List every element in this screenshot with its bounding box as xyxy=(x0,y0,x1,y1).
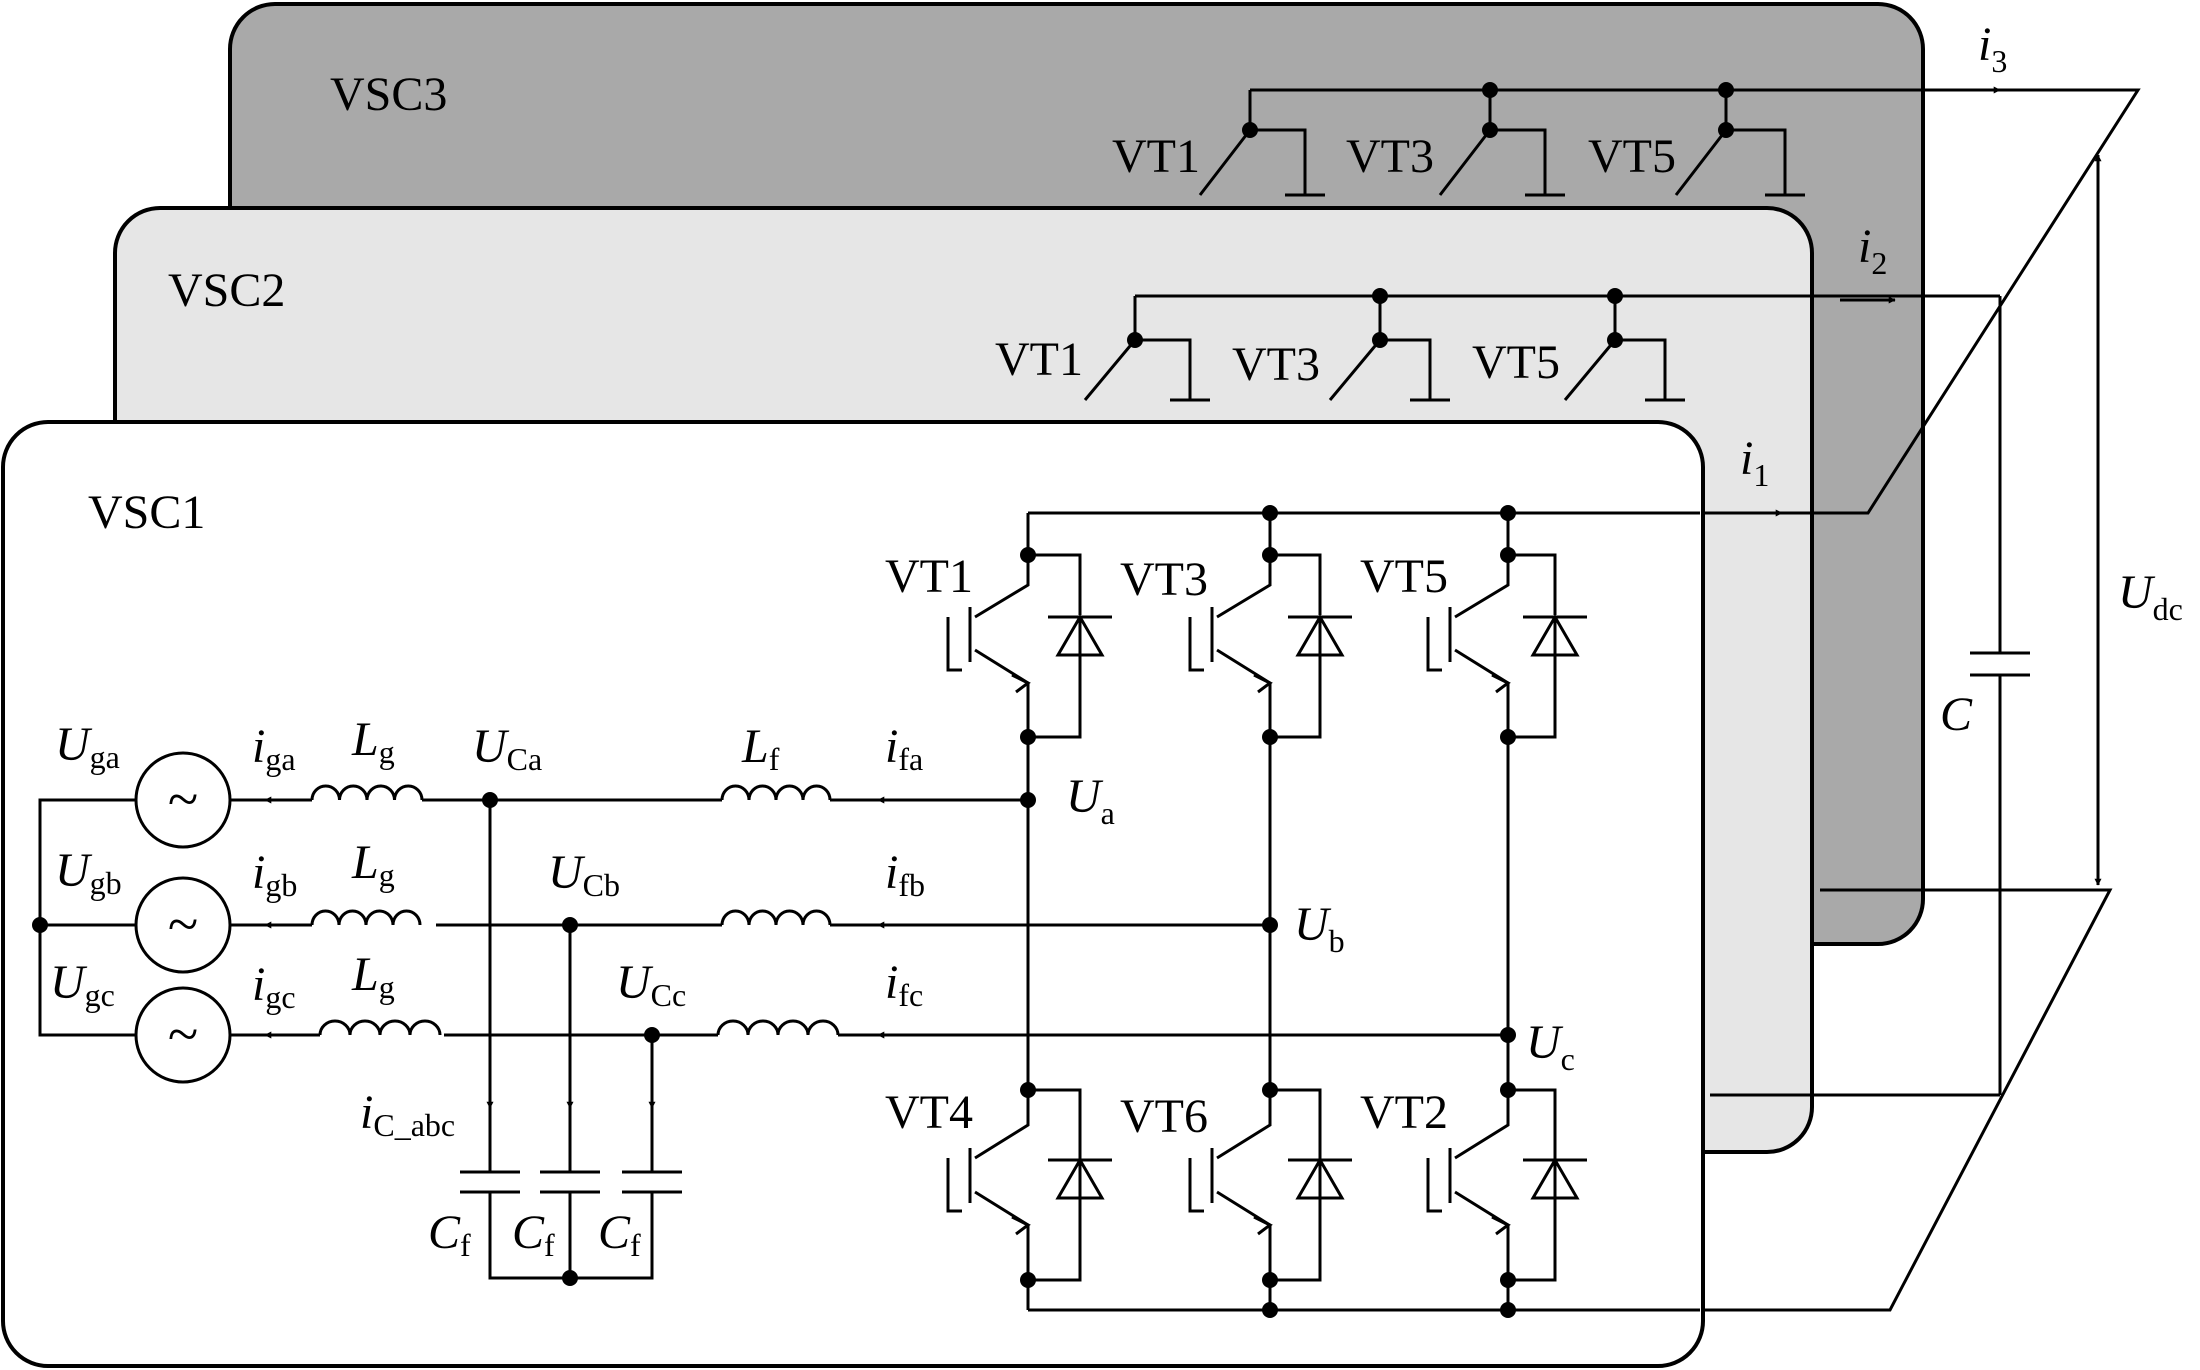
vt3-label: VT3 xyxy=(1120,553,1208,606)
ugc-label: Ugc xyxy=(50,956,115,1013)
vt2-label: VT2 xyxy=(1360,1086,1448,1139)
lf-label: Lf xyxy=(741,720,780,777)
uca-label: UCa xyxy=(472,720,542,777)
ic-abc-label: iC_abc xyxy=(360,1086,455,1143)
cf-label-c: Cf xyxy=(598,1206,641,1263)
lf-inductor-c xyxy=(716,1019,840,1036)
vsc3-switch-label: VT1 xyxy=(1112,130,1200,183)
lg-label-a: Lg xyxy=(351,713,395,770)
ub-label: Ub xyxy=(1294,898,1345,959)
vsc2-title: VSC2 xyxy=(168,264,285,317)
vt5-label: VT5 xyxy=(1360,550,1448,603)
svg-text:~: ~ xyxy=(168,1004,198,1066)
vsc2-switch-label: VT5 xyxy=(1472,336,1560,389)
switch-vt1 xyxy=(946,553,1112,739)
udc-label: Udc xyxy=(2118,566,2183,627)
switch-vt5 xyxy=(1426,553,1587,739)
dc-link xyxy=(1700,86,2141,1312)
lf-inductor-b xyxy=(720,909,832,926)
vsc2-switch-label: VT1 xyxy=(995,333,1083,386)
svg-text:~: ~ xyxy=(168,769,198,831)
iga-label: iga xyxy=(252,720,296,777)
switch-vt6 xyxy=(1188,1088,1352,1282)
uc-label: Uc xyxy=(1526,1016,1575,1077)
dc-positive-rail xyxy=(1700,88,2141,515)
junction-dots xyxy=(32,505,1516,1318)
ua-label: Ua xyxy=(1066,770,1115,831)
dc-capacitor-plates xyxy=(1970,651,2030,677)
igc-label: igc xyxy=(252,958,296,1015)
igb-label: igb xyxy=(252,846,297,903)
i1-label: i1 xyxy=(1740,432,1769,493)
i3-label: i3 xyxy=(1978,18,2007,79)
ac-source-b: ~ xyxy=(134,876,232,974)
vsc3-switch-label: VT5 xyxy=(1588,130,1676,183)
lg-label-c: Lg xyxy=(351,948,395,1005)
vt1-label: VT1 xyxy=(885,550,973,603)
switch-vt4 xyxy=(946,1088,1112,1282)
vt6-label: VT6 xyxy=(1120,1090,1208,1143)
ifc-label: ifc xyxy=(885,956,923,1013)
ugb-label: Ugb xyxy=(55,844,122,901)
ucb-label: UCb xyxy=(548,846,620,903)
vsc3-switch-label: VT3 xyxy=(1346,130,1434,183)
lg-inductor-b xyxy=(310,909,422,926)
i2-label: i2 xyxy=(1858,220,1887,281)
vsc1-title: VSC1 xyxy=(88,486,205,539)
cf-label-b: Cf xyxy=(512,1206,555,1263)
vsc1-panel: VSC1 xyxy=(1,420,1705,1368)
dc-capacitor-label: C xyxy=(1940,688,1973,741)
lg-inductor-c xyxy=(318,1019,442,1036)
vsc3-bridge: VT1 VT3 VT5 xyxy=(1112,82,1985,197)
vsc2-switch-label: VT3 xyxy=(1232,338,1320,391)
vt4-label: VT4 xyxy=(885,1086,973,1139)
lf-inductor-a xyxy=(720,784,832,801)
ucc-label: UCc xyxy=(616,956,686,1013)
svg-text:~: ~ xyxy=(168,894,198,956)
switch-vt2 xyxy=(1426,1088,1587,1282)
ifb-label: ifb xyxy=(885,846,925,903)
dc-negative-rail xyxy=(1700,888,2113,1312)
vsc2-bridge: VT1 VT3 VT5 xyxy=(995,288,1890,402)
vsc3-title: VSC3 xyxy=(330,68,447,121)
lg-inductor-a xyxy=(310,784,424,801)
switch-vt3 xyxy=(1188,553,1352,739)
vsc1-panel-box xyxy=(1,420,1705,1368)
ifa-label: ifa xyxy=(885,720,923,777)
lg-label-b: Lg xyxy=(351,836,395,893)
cf-label-a: Cf xyxy=(428,1206,471,1263)
uga-label: Uga xyxy=(55,718,120,775)
